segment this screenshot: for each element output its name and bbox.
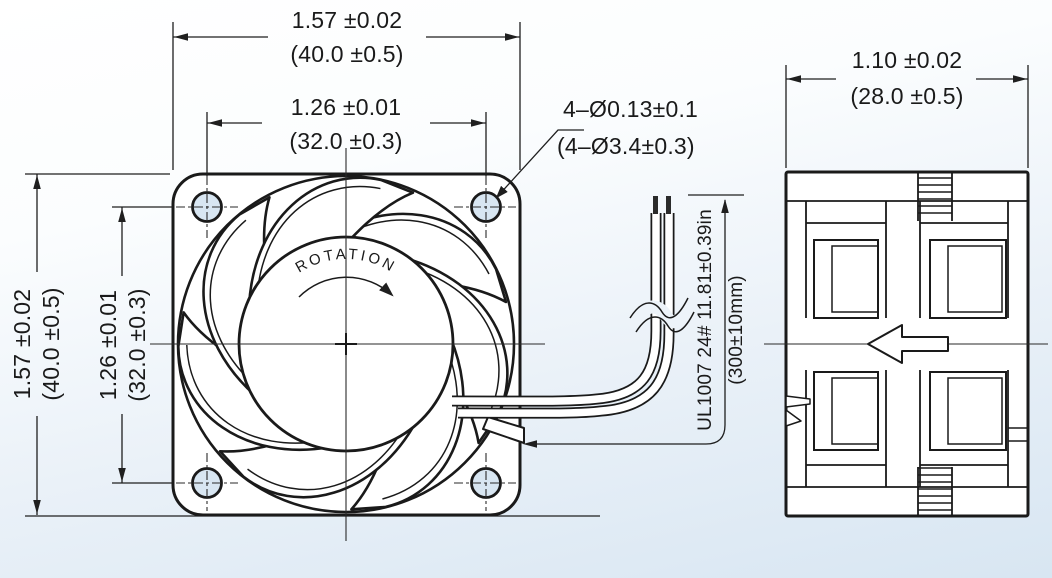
- hole-crosshairs: [176, 176, 516, 511]
- dim-left-outer-mm: (40.0 ±0.5): [38, 287, 64, 401]
- wire-pin: [666, 196, 671, 214]
- strut-ribs: [918, 177, 952, 511]
- front-view-drawing: ROTATION: [150, 148, 545, 541]
- wire-length-dim-line: [528, 200, 726, 445]
- hole-callout-leader: [495, 129, 584, 199]
- wire-clamp: [482, 416, 525, 444]
- side-view-drawing: [764, 170, 1048, 518]
- dim-top-outer-inches: 1.57 ±0.02: [291, 7, 403, 33]
- side-wire-stub: [785, 395, 811, 427]
- dim-top-outer-mm: (40.0 ±0.5): [290, 41, 404, 67]
- wire-pin: [653, 196, 658, 214]
- dim-top-holes-mm: (32.0 ±0.3): [289, 128, 403, 154]
- dim-left-holes-mm: (32.0 ±0.3): [124, 288, 150, 402]
- dimension-linework: [25, 22, 1029, 517]
- wire-length-mm-label: (300±10mm): [726, 275, 747, 385]
- airflow-direction-arrow: [867, 324, 949, 364]
- dim-side-depth-mm: (28.0 ±0.5): [850, 83, 964, 109]
- dim-top-holes-inches: 1.26 ±0.01: [290, 94, 402, 120]
- dim-left-outer-inches: 1.57 ±0.02: [9, 288, 35, 400]
- dim-side-depth-inches: 1.10 ±0.02: [851, 47, 963, 73]
- center-mark: [335, 333, 357, 355]
- lead-wires: [451, 196, 699, 419]
- hole-callout-mm: (4–Ø3.4±0.3): [557, 133, 695, 159]
- wire-break-symbol: [629, 297, 689, 319]
- wire-spec-label: UL1007 24# 11.81±0.39in: [695, 209, 716, 431]
- rotation-direction-arrow: [298, 276, 394, 298]
- hole-callout-inches: 4–Ø0.13±0.1: [563, 96, 699, 122]
- dim-left-holes-inches: 1.26 ±0.01: [95, 289, 121, 401]
